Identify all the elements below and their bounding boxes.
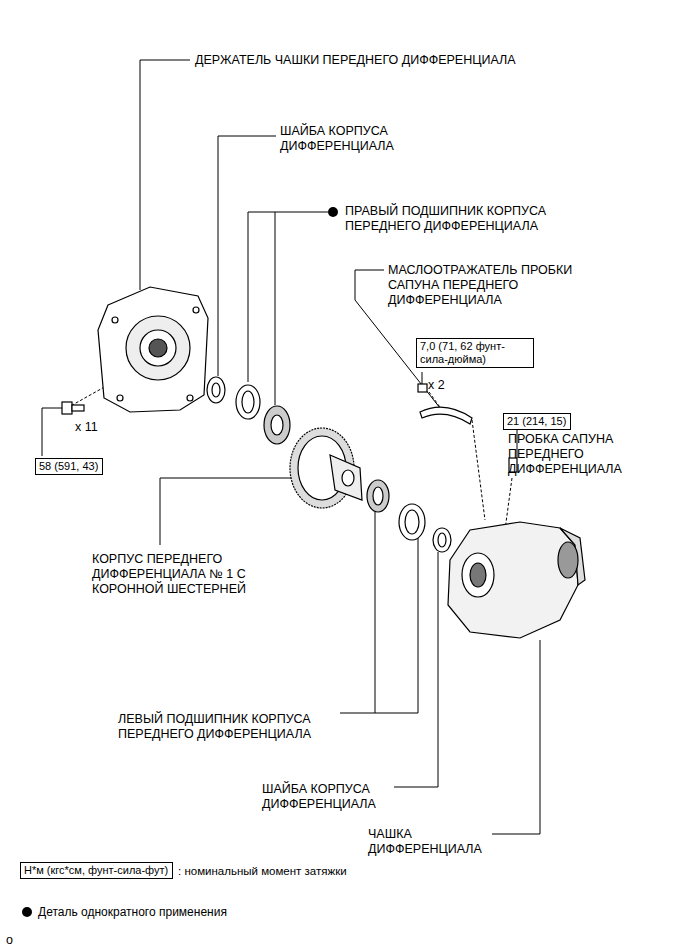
part-name: ДЕРЖАТЕЛЬ ЧАШКИ ПЕРЕДНЕГО ДИФФЕРЕНЦИАЛА: [195, 53, 555, 68]
bearing-cup: [236, 385, 260, 419]
washer-hole: [212, 383, 220, 397]
torque-note: : номинальный момент затяжки: [178, 864, 347, 878]
diff-case-hole: [342, 470, 354, 486]
bearing-cup: [399, 504, 425, 540]
holder-boss: [126, 316, 190, 380]
torque-box: 21 (214, 15): [503, 413, 571, 430]
holder-bore: [140, 330, 176, 366]
leader-line: [422, 372, 423, 384]
torque-box: 7,0 (71, 62 фунт-сила-дюйма): [416, 338, 534, 368]
bolt-head: [62, 402, 72, 414]
bearing-cup-inner: [405, 510, 419, 534]
bolt-hole: [193, 307, 199, 313]
leader-line: [340, 713, 418, 714]
leader-line: [42, 408, 62, 456]
carrier-bore: [470, 563, 486, 587]
bolt-shank: [72, 405, 84, 411]
bearing-cone-bore: [373, 487, 383, 505]
part-name: ЛЕВЫЙ ПОДШИПНИК КОРПУСА ПЕРЕДНЕГО ДИФФЕР…: [118, 712, 348, 742]
washer: [433, 528, 451, 552]
washer: [207, 377, 225, 403]
bolt-hole: [112, 317, 118, 323]
part-name: КОРПУС ПЕРЕДНЕГО ДИФФЕРЕНЦИАЛА № 1 С КОР…: [92, 552, 287, 597]
bearing-cone: [367, 480, 389, 512]
leader-line: [248, 212, 328, 382]
part-name: ПРАВЫЙ ПОДШИПНИК КОРПУСА ПЕРЕДНЕГО ДИФФЕ…: [345, 204, 575, 234]
torque-value: Н*м (кгс*см, фунт-сила-фут): [24, 864, 169, 877]
diff-case-hub: [330, 455, 362, 500]
torque-value: 21 (214, 15): [507, 415, 567, 428]
oil-baffle: [420, 407, 472, 424]
axis-line: [505, 478, 512, 530]
torque-value: 7,0 (71, 62 фунт-сила-дюйма): [420, 340, 530, 366]
page-mark: o: [6, 933, 26, 948]
bolt-hole: [117, 395, 123, 401]
legend-torque-box: Н*м (кгс*см, фунт-сила-фут): номинальный…: [20, 862, 173, 879]
bearing-cone: [264, 406, 290, 444]
diff-carrier: [448, 522, 578, 638]
bolt-hole: [187, 395, 193, 401]
part-name: МАСЛООТРАЖАТЕЛЬ ПРОБКИ САПУНА ПЕРЕДНЕГО …: [388, 263, 598, 308]
leader-line: [218, 136, 276, 376]
torque-box: 58 (591, 43): [35, 458, 103, 475]
bolt-head: [418, 384, 427, 392]
bearing-cone-bore: [271, 415, 283, 435]
leader-line: [275, 212, 276, 405]
leader-line: [492, 640, 540, 834]
one-use-mark: [328, 207, 338, 217]
leader-line: [140, 60, 190, 290]
leader-line: [375, 512, 376, 713]
holder-plate: [98, 287, 208, 412]
part-name: ШАЙБА КОРПУСА ДИФФЕРЕНЦИАЛА: [262, 782, 397, 812]
holder-hole: [149, 339, 167, 357]
leader-line: [394, 552, 438, 787]
carrier-bore: [558, 542, 578, 578]
quantity: x 2: [428, 378, 468, 393]
leader-line: [418, 538, 419, 713]
washer-hole: [438, 533, 446, 547]
legend-one-use-mark: [22, 907, 32, 917]
legend-text: Деталь однократного применения: [38, 905, 227, 919]
carrier-boss: [462, 553, 494, 597]
axis-line: [472, 420, 485, 520]
bearing-cup-inner: [242, 391, 254, 413]
leader-line: [160, 478, 292, 545]
part-name: ПРОБКА САПУНА ПЕРЕДНЕГО ДИФФЕРЕНЦИАЛА: [508, 432, 668, 477]
quantity: x 11: [75, 420, 115, 435]
part-name: ЧАШКА ДИФФЕРЕНЦИАЛА: [368, 827, 493, 857]
torque-value: 58 (591, 43): [39, 460, 99, 473]
part-name: ШАЙБА КОРПУСА ДИФФЕРЕНЦИАЛА: [280, 124, 405, 154]
